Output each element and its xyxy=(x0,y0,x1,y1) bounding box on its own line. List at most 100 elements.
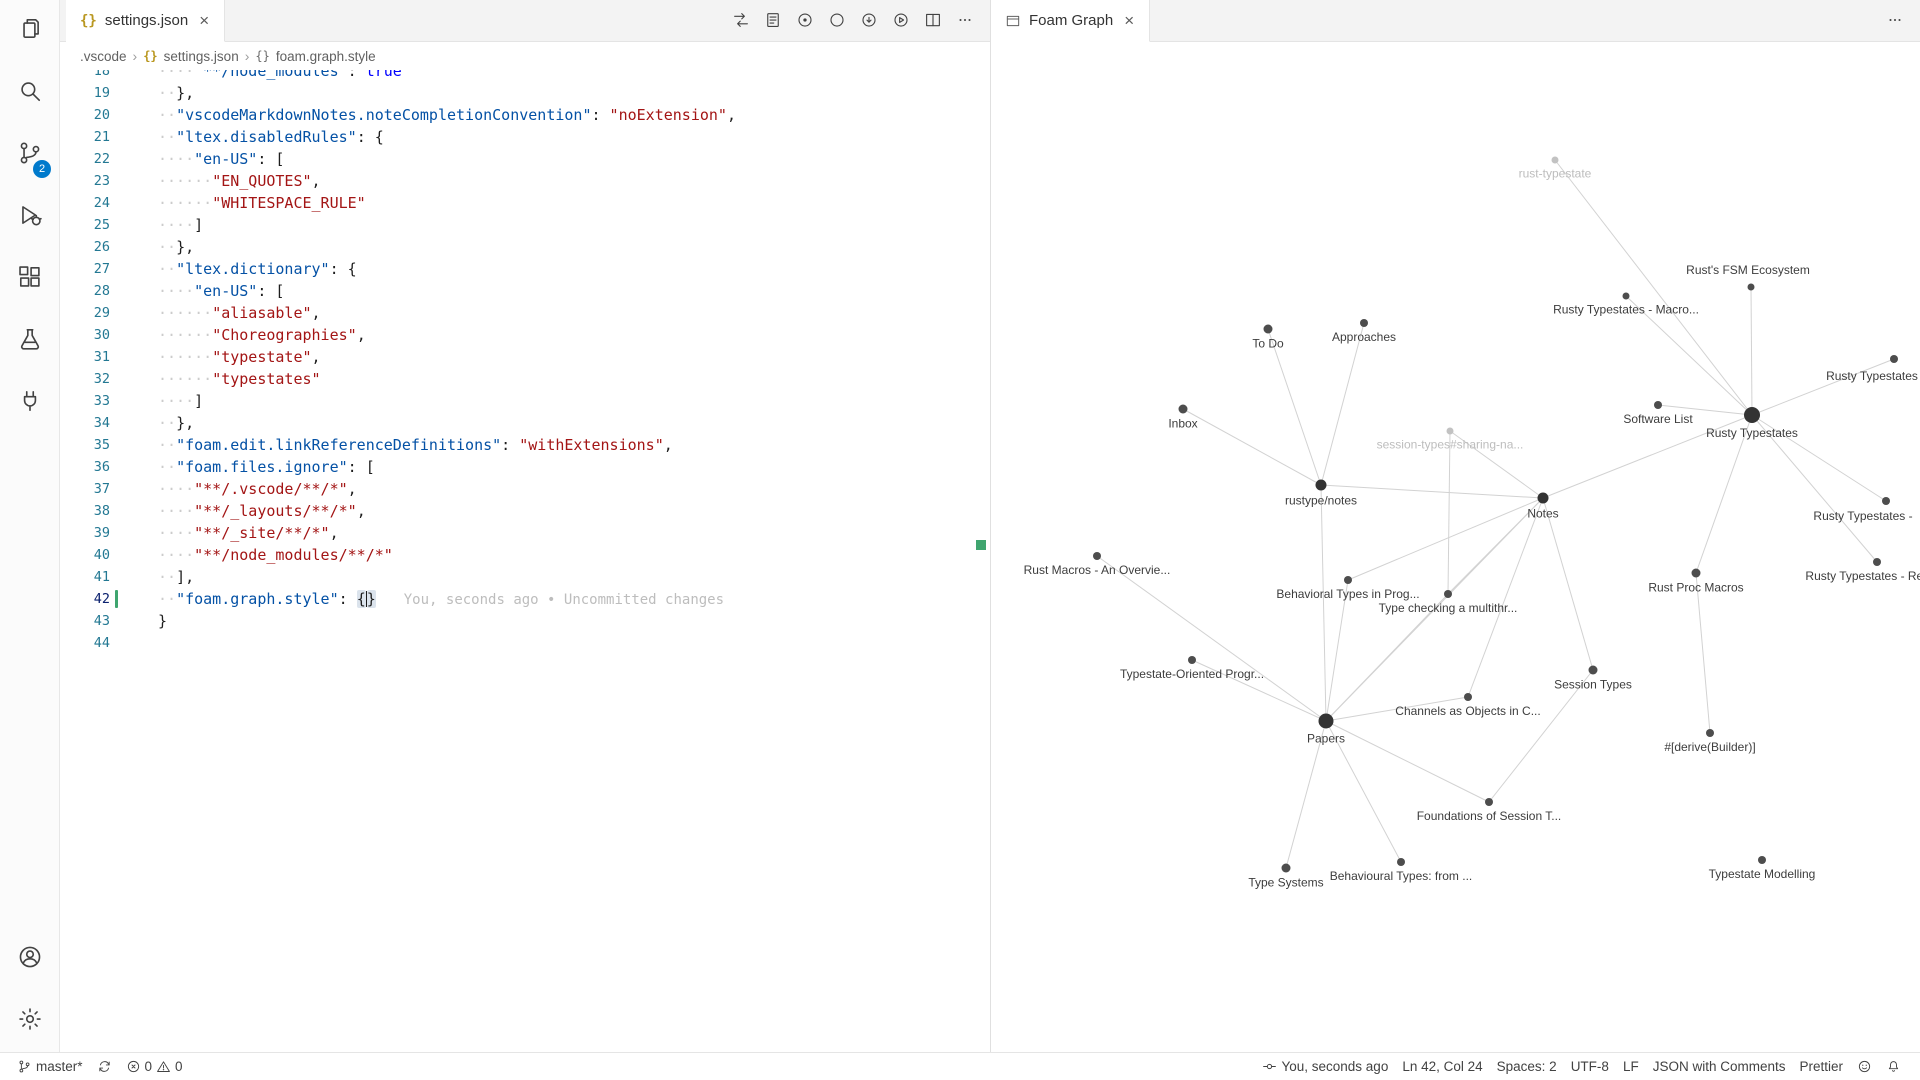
graph-node-rust-typestate[interactable] xyxy=(1551,156,1559,164)
open-changes-button[interactable] xyxy=(758,6,788,36)
status-git-branch[interactable]: master* xyxy=(10,1053,90,1080)
activity-bar-settings[interactable] xyxy=(0,990,60,1052)
toggle-annotations-button[interactable] xyxy=(790,6,820,36)
graph-node-software-list[interactable] xyxy=(1654,401,1662,409)
graph-node-rt-macro[interactable] xyxy=(1622,292,1630,300)
activity-bar-run-debug[interactable] xyxy=(0,186,60,248)
graph-node-rust-macros-ov[interactable] xyxy=(1093,552,1101,560)
graph-node-todo[interactable] xyxy=(1263,324,1273,334)
feedback-icon xyxy=(1857,1059,1872,1074)
status-feedback[interactable] xyxy=(1850,1053,1879,1080)
more-actions-button[interactable] xyxy=(950,6,980,36)
graph-edge xyxy=(1320,484,1327,722)
code-line-27[interactable]: 27··"ltex.dictionary": { xyxy=(60,258,990,280)
graph-node-derive-builder[interactable] xyxy=(1706,729,1714,737)
graph-node-type-checking[interactable] xyxy=(1444,590,1452,598)
code-line-18[interactable]: 18····"**/node_modules": true xyxy=(60,70,990,82)
code-line-34[interactable]: 34··}, xyxy=(60,412,990,434)
graph-node-rustype-notes[interactable] xyxy=(1315,479,1327,491)
graph-node-behavioural-from[interactable] xyxy=(1397,858,1405,866)
gutter xyxy=(110,258,158,280)
code-line-32[interactable]: 32······"typestates" xyxy=(60,368,990,390)
graph-node-session-sharing[interactable] xyxy=(1446,427,1454,435)
graph-node-approaches[interactable] xyxy=(1360,319,1368,327)
graph-edge xyxy=(1320,322,1365,486)
activity-bar-source-control[interactable]: 2 xyxy=(0,124,60,186)
activity-bar-explorer[interactable] xyxy=(0,0,60,62)
graph-node-rt-right2[interactable] xyxy=(1882,497,1890,505)
code-line-41[interactable]: 41··], xyxy=(60,566,990,588)
graph-node-channels[interactable] xyxy=(1464,693,1472,701)
code-line-24[interactable]: 24······"WHITESPACE_RULE" xyxy=(60,192,990,214)
status-encoding[interactable]: UTF-8 xyxy=(1564,1053,1616,1080)
close-icon[interactable]: × xyxy=(1124,11,1135,30)
code-line-31[interactable]: 31······"typestate", xyxy=(60,346,990,368)
code-line-39[interactable]: 39····"**/_site/**/*", xyxy=(60,522,990,544)
tab-settings-json[interactable]: {} settings.json × xyxy=(66,0,226,42)
breadcrumb-file[interactable]: settings.json xyxy=(163,48,239,64)
code-line-37[interactable]: 37····"**/.vscode/**/*", xyxy=(60,478,990,500)
toggle-heatmap-button[interactable] xyxy=(822,6,852,36)
code-line-43[interactable]: 43} xyxy=(60,610,990,632)
status-sync[interactable] xyxy=(90,1053,119,1080)
breadcrumb-folder[interactable]: .vscode xyxy=(80,48,127,64)
compare-changes-button[interactable] xyxy=(726,6,756,36)
code-line-33[interactable]: 33····] xyxy=(60,390,990,412)
code-line-44[interactable]: 44 xyxy=(60,632,990,654)
close-icon[interactable]: × xyxy=(199,11,210,30)
code-line-19[interactable]: 19··}, xyxy=(60,82,990,104)
graph-node-rusty-typestates[interactable] xyxy=(1744,407,1760,423)
graph-node-foundations[interactable] xyxy=(1485,798,1493,806)
code-line-25[interactable]: 25····] xyxy=(60,214,990,236)
code-line-38[interactable]: 38····"**/_layouts/**/*", xyxy=(60,500,990,522)
code-line-36[interactable]: 36··"foam.files.ignore": [ xyxy=(60,456,990,478)
breadcrumb-symbol[interactable]: foam.graph.style xyxy=(275,48,376,64)
code-line-30[interactable]: 30······"Choreographies", xyxy=(60,324,990,346)
code-line-42[interactable]: 42··"foam.graph.style": {}You, seconds a… xyxy=(60,588,990,610)
code-line-28[interactable]: 28····"en-US": [ xyxy=(60,280,990,302)
graph-node-behavioral[interactable] xyxy=(1344,576,1352,584)
code-line-21[interactable]: 21··"ltex.disabledRules": { xyxy=(60,126,990,148)
graph-node-proc-macros[interactable] xyxy=(1691,568,1701,578)
status-notifications[interactable] xyxy=(1879,1053,1908,1080)
status-indentation[interactable]: Spaces: 2 xyxy=(1490,1053,1564,1080)
status-language-mode[interactable]: JSON with Comments xyxy=(1646,1053,1793,1080)
graph-node-rt-right[interactable] xyxy=(1890,355,1898,363)
code-line-35[interactable]: 35··"foam.edit.linkReferenceDefinitions"… xyxy=(60,434,990,456)
graph-node-type-systems[interactable] xyxy=(1281,863,1291,873)
graph-edge xyxy=(1554,159,1753,416)
more-actions-button[interactable] xyxy=(1880,6,1910,36)
code-line-22[interactable]: 22····"en-US": [ xyxy=(60,148,990,170)
code-line-29[interactable]: 29······"aliasable", xyxy=(60,302,990,324)
activity-bar-search[interactable] xyxy=(0,62,60,124)
graph-node-notes[interactable] xyxy=(1537,492,1549,504)
code-line-20[interactable]: 20··"vscodeMarkdownNotes.noteCompletionC… xyxy=(60,104,990,126)
graph-node-modelling[interactable] xyxy=(1758,856,1766,864)
activity-bar-testing[interactable] xyxy=(0,310,60,372)
graph-node-rt-recei[interactable] xyxy=(1873,558,1881,566)
status-label: Ln 42, Col 24 xyxy=(1402,1059,1483,1074)
code-line-40[interactable]: 40····"**/node_modules/**/*" xyxy=(60,544,990,566)
activity-bar-accounts[interactable] xyxy=(0,928,60,990)
activity-bar-remote[interactable] xyxy=(0,372,60,434)
status-formatter[interactable]: Prettier xyxy=(1792,1053,1850,1080)
graph-node-typestate-oriented[interactable] xyxy=(1188,656,1196,664)
graph-node-inbox[interactable] xyxy=(1178,404,1188,414)
status-blame[interactable]: You, seconds ago xyxy=(1255,1053,1395,1080)
graph-node-session-types[interactable] xyxy=(1588,665,1598,675)
code-line-26[interactable]: 26··}, xyxy=(60,236,990,258)
graph-node-papers[interactable] xyxy=(1318,713,1334,729)
status-cursor-position[interactable]: Ln 42, Col 24 xyxy=(1395,1053,1489,1080)
graph-node-rusts-fsm[interactable] xyxy=(1747,283,1755,291)
status-eol[interactable]: LF xyxy=(1616,1053,1646,1080)
tab-foam-graph[interactable]: Foam Graph × xyxy=(991,0,1151,42)
activity-bar-extensions[interactable] xyxy=(0,248,60,310)
open-revision-button[interactable] xyxy=(854,6,884,36)
code-line-23[interactable]: 23······"EN_QUOTES", xyxy=(60,170,990,192)
split-editor-button[interactable] xyxy=(918,6,948,36)
run-file-button[interactable] xyxy=(886,6,916,36)
